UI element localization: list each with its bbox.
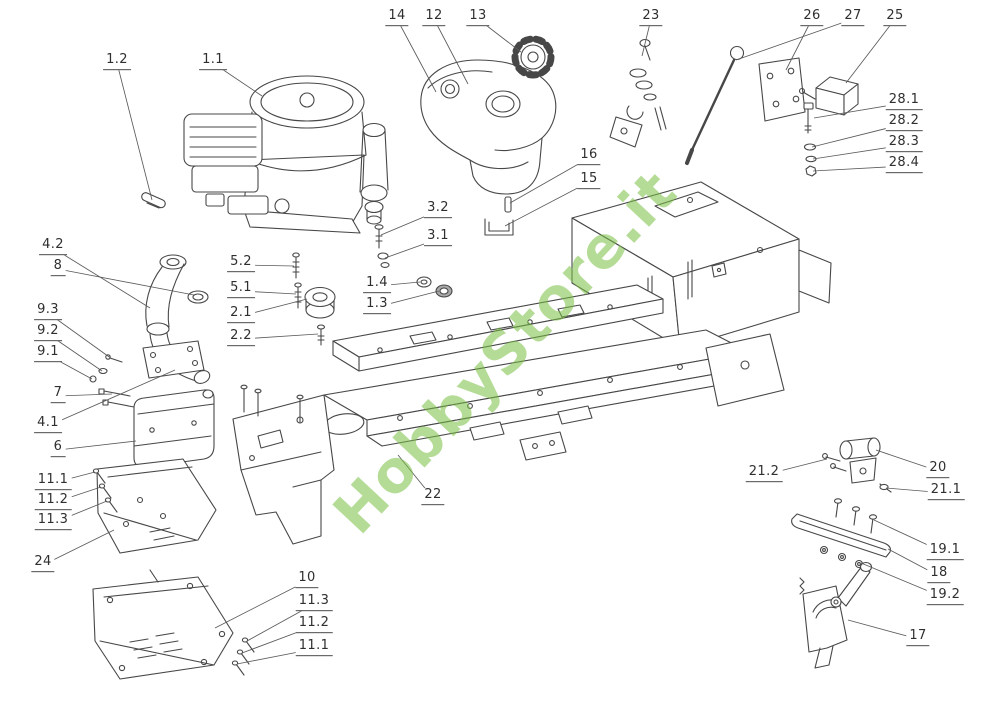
callout-21.2: 21.2 xyxy=(745,464,783,483)
callout-26: 26 xyxy=(800,8,824,27)
callout-25: 25 xyxy=(883,8,907,27)
mounting-bracket xyxy=(758,57,816,122)
handle-lever xyxy=(799,561,873,669)
hardware-cluster-23 xyxy=(609,38,667,148)
leader-line-4.2 xyxy=(52,247,151,309)
callout-11.2: 11.2 xyxy=(34,492,72,511)
callout-3.2: 3.2 xyxy=(424,200,452,219)
leader-line-10 xyxy=(214,580,308,629)
rubber-block xyxy=(815,76,859,116)
leader-line-1.2 xyxy=(116,62,153,201)
fuel-tank-assembly xyxy=(420,59,557,195)
starter-pin xyxy=(141,192,166,209)
callout-11.1: 11.1 xyxy=(295,638,333,657)
leader-line-4.1 xyxy=(47,369,176,427)
callout-9.2: 9.2 xyxy=(34,323,62,342)
callout-10: 10 xyxy=(295,570,319,589)
callout-1.1: 1.1 xyxy=(199,52,227,71)
callout-20: 20 xyxy=(926,460,950,479)
callout-4.1: 4.1 xyxy=(34,415,62,434)
callout-2.1: 2.1 xyxy=(227,305,255,324)
callout-2.2: 2.2 xyxy=(227,328,255,347)
guard-screws-right xyxy=(231,637,255,676)
callout-1.3: 1.3 xyxy=(363,296,391,315)
leader-line-7 xyxy=(57,393,113,397)
callout-28.4: 28.4 xyxy=(885,155,923,174)
callout-22: 22 xyxy=(421,487,445,506)
leader-line-8 xyxy=(57,268,195,296)
callout-11.3: 11.3 xyxy=(34,512,72,531)
leader-line-15 xyxy=(504,181,590,227)
leader-line-16 xyxy=(509,157,590,204)
callout-6: 6 xyxy=(50,439,66,458)
spacer-and-bracket xyxy=(484,196,514,236)
fasteners-28 xyxy=(803,102,817,177)
callout-5.1: 5.1 xyxy=(227,280,255,299)
callout-9.1: 9.1 xyxy=(34,344,62,363)
callout-13: 13 xyxy=(466,8,490,27)
deck-bolts xyxy=(240,384,304,423)
chassis-frame xyxy=(232,181,832,545)
leader-line-14 xyxy=(396,18,437,93)
callout-15: 15 xyxy=(577,171,601,190)
callout-11.2: 11.2 xyxy=(295,615,333,634)
callout-14: 14 xyxy=(385,8,409,27)
callout-7: 7 xyxy=(50,385,66,404)
callout-21.1: 21.1 xyxy=(927,482,965,501)
callout-28.2: 28.2 xyxy=(885,113,923,132)
oil-dipstick xyxy=(685,45,745,165)
leader-line-24 xyxy=(42,529,115,566)
callout-9.3: 9.3 xyxy=(34,302,62,321)
callout-11.1: 11.1 xyxy=(34,472,72,491)
callout-27: 27 xyxy=(841,8,865,27)
leader-line-26 xyxy=(785,18,813,71)
callout-19.1: 19.1 xyxy=(926,542,964,561)
leader-line-25 xyxy=(845,18,896,84)
callout-8: 8 xyxy=(50,258,66,277)
engine-assembly xyxy=(183,75,389,234)
callout-1.4: 1.4 xyxy=(363,275,391,294)
fuel-cap xyxy=(511,35,555,79)
blade-bar xyxy=(791,498,891,569)
engine-fasteners xyxy=(292,224,453,346)
leader-line-27 xyxy=(735,18,854,61)
leader-line-9.3 xyxy=(47,312,113,360)
leader-line-12 xyxy=(433,18,469,85)
callout-16: 16 xyxy=(577,147,601,166)
callout-19.2: 19.2 xyxy=(926,587,964,606)
heat-shield-upper xyxy=(96,458,217,554)
callout-11.3: 11.3 xyxy=(295,593,333,612)
roller-assembly xyxy=(822,437,892,493)
callout-28.1: 28.1 xyxy=(885,92,923,111)
callout-28.3: 28.3 xyxy=(885,134,923,153)
callout-12: 12 xyxy=(422,8,446,27)
callout-3.1: 3.1 xyxy=(424,228,452,247)
callout-24: 24 xyxy=(31,554,55,573)
exhaust-assembly xyxy=(89,254,215,468)
callout-17: 17 xyxy=(906,628,930,647)
guard-plate-lower xyxy=(92,569,234,680)
leader-line-6 xyxy=(57,440,137,451)
callout-23: 23 xyxy=(639,8,663,27)
callout-1.2: 1.2 xyxy=(103,52,131,71)
callout-5.2: 5.2 xyxy=(227,254,255,273)
callout-18: 18 xyxy=(927,565,951,584)
callout-4.2: 4.2 xyxy=(39,237,67,256)
